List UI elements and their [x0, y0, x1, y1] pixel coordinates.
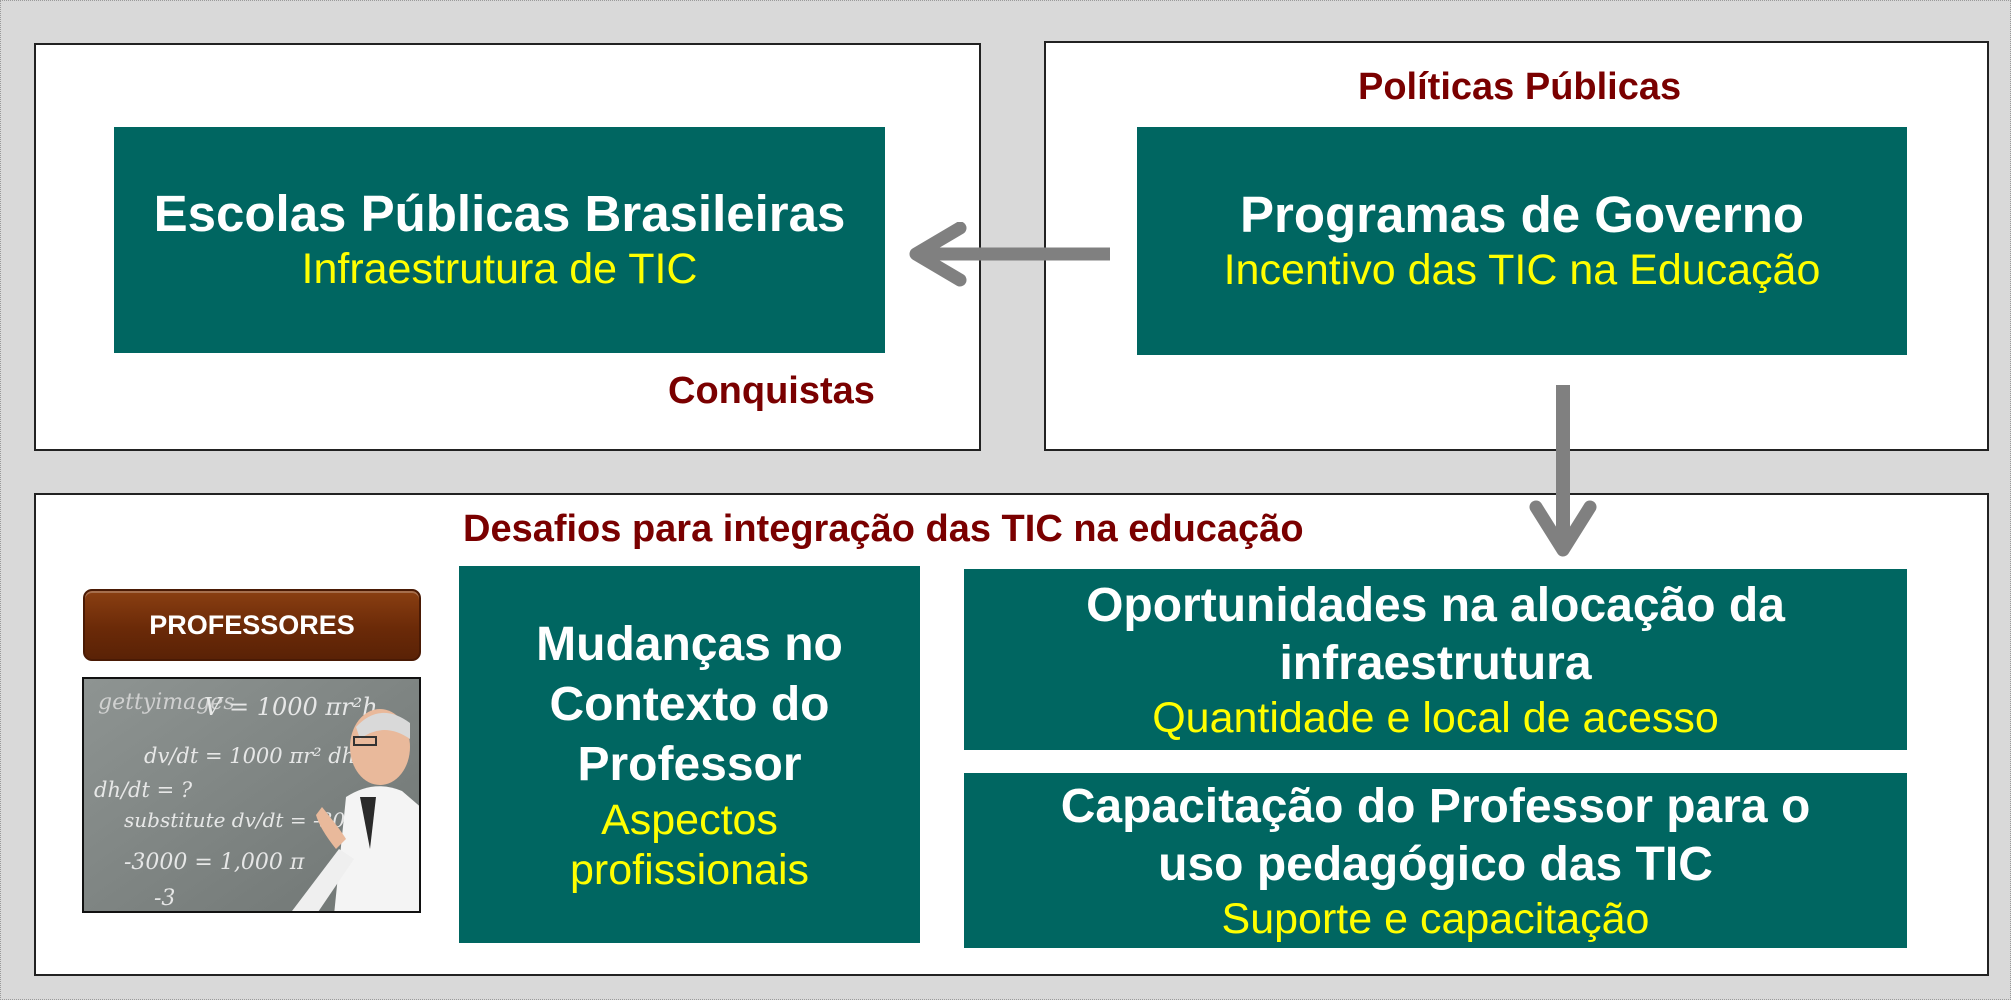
photo-formula-3: dh/dt = ?	[94, 778, 193, 802]
box-capacitacao-professor: Capacitação do Professor para o uso peda…	[964, 773, 1907, 948]
box-mudancas-contexto: Mudanças no Contexto do Professor Aspect…	[459, 566, 920, 943]
box-escolas-publicas: Escolas Públicas Brasileiras Infraestrut…	[114, 127, 885, 353]
box-programas-governo: Programas de Governo Incentivo das TIC n…	[1137, 127, 1907, 355]
oportunidades-title-line-1: Oportunidades na alocação da	[1086, 578, 1785, 632]
conquistas-label: Conquistas	[668, 370, 875, 412]
chalkboard-illustration: gettyimages V = 1000 πr²h dv/dt = 1000 π…	[84, 679, 419, 911]
photo-watermark: gettyimages	[98, 690, 235, 715]
photo-formula-6: -3	[154, 886, 175, 911]
programas-title: Programas de Governo	[1239, 186, 1804, 243]
escolas-subtitle: Infraestrutura de TIC	[301, 245, 698, 293]
mudancas-title-line-3: Professor	[577, 737, 802, 791]
arrow-left-icon	[909, 222, 1110, 287]
arrow-down-icon	[1529, 385, 1597, 557]
escolas-title: Escolas Públicas Brasileiras	[153, 185, 846, 242]
photo-formula-1: V = 1000 πr²h	[204, 693, 378, 721]
capacitacao-subtitle: Suporte e capacitação	[1221, 894, 1650, 943]
programas-subtitle: Incentivo das TIC na Educação	[1223, 246, 1821, 294]
capacitacao-title-line-1: Capacitação do Professor para o	[1060, 779, 1811, 833]
desafios-heading: Desafios para integração das TIC na educ…	[463, 508, 1304, 550]
teacher-figure	[292, 709, 419, 911]
box-oportunidades-infraestrutura: Oportunidades na alocação da infraestrut…	[964, 569, 1907, 750]
oportunidades-subtitle: Quantidade e local de acesso	[1152, 693, 1719, 742]
politicas-publicas-label: Políticas Públicas	[1358, 66, 1682, 108]
photo-formula-2: dv/dt = 1000 πr² dh/dt	[144, 744, 385, 768]
photo-formula-5: -3000 = 1,000 π	[124, 850, 305, 875]
capacitacao-title-line-2: uso pedagógico das TIC	[1158, 837, 1713, 891]
teacher-chalkboard-photo: gettyimages V = 1000 πr²h dv/dt = 1000 π…	[82, 677, 421, 913]
mudancas-subtitle-line-2: profissionais	[570, 845, 809, 894]
professores-badge: PROFESSORES	[83, 589, 421, 661]
mudancas-title-line-1: Mudanças no	[536, 617, 843, 671]
oportunidades-title-line-2: infraestrutura	[1279, 636, 1592, 690]
mudancas-subtitle-line-1: Aspectos	[601, 795, 778, 844]
mudancas-title-line-2: Contexto do	[549, 677, 830, 731]
